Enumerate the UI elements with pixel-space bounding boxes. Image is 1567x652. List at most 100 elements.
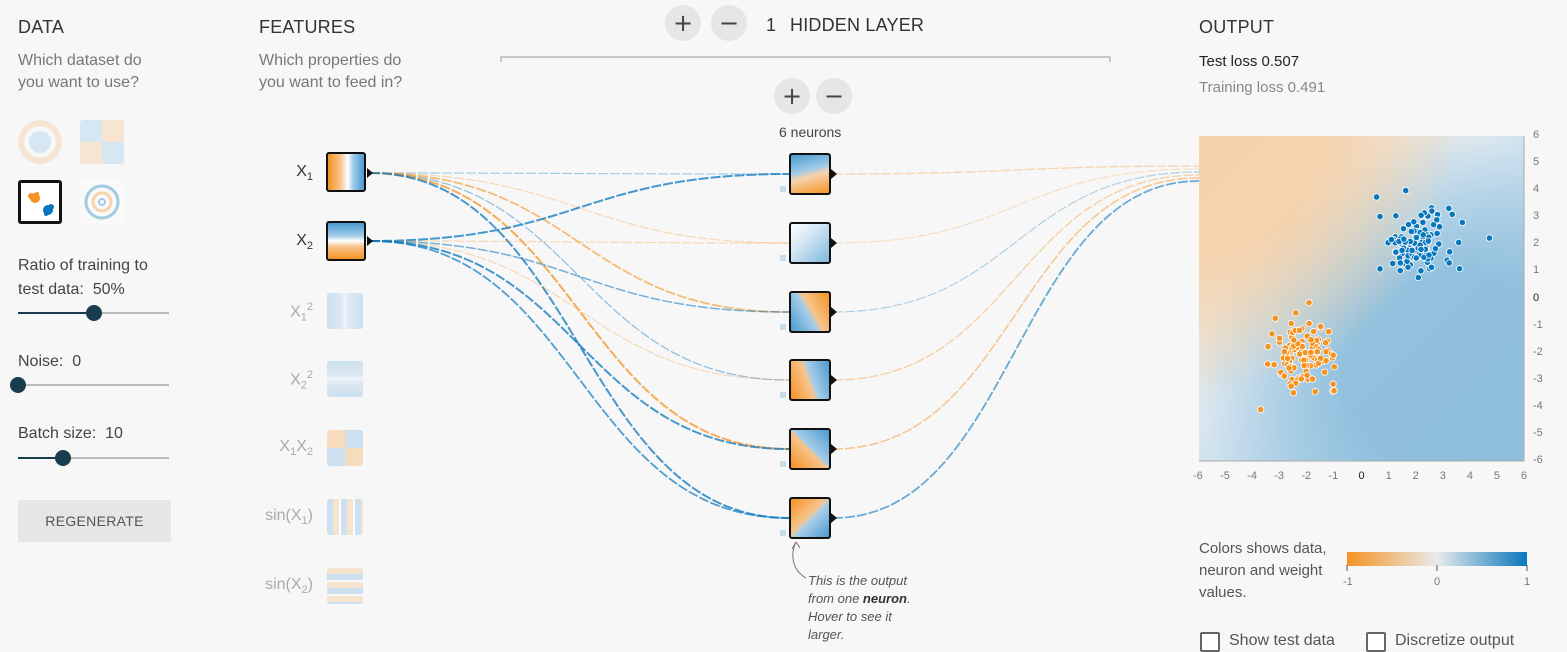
data-point [1407,227,1415,236]
y-tick-label: 0 [1533,291,1540,304]
noise-label: Noise: 0 [18,353,82,370]
data-point [1433,216,1441,224]
link-neuron1-output[interactable] [832,165,1200,175]
data-point [1387,235,1395,244]
data-point [1311,388,1319,396]
data-point [1431,245,1440,253]
neuron-bias-marker[interactable] [780,324,786,330]
output-title: OUTPUT [1199,17,1275,37]
feature-tile-2[interactable] [326,221,366,261]
link-neuron4-output[interactable] [832,174,1200,381]
x-tick-label: 2 [1412,470,1419,482]
x-tick-label: 6 [1521,470,1528,482]
x-tick-label: -3 [1274,470,1285,482]
link-input1-neuron1[interactable] [369,172,790,175]
neuron-bias-marker[interactable] [780,461,786,467]
hidden-neuron-3[interactable] [789,291,831,333]
data-point [1417,245,1425,254]
link-neuron5-output[interactable] [832,177,1200,450]
data-point [1392,212,1400,220]
output-heatmap[interactable] [1199,136,1524,461]
y-tick-label: 6 [1533,129,1540,141]
data-point [1433,229,1441,238]
link-input2-neuron2[interactable] [369,240,790,244]
regenerate-button[interactable]: REGENERATE [18,500,171,542]
data-point [1287,319,1295,328]
y-tick-label: -4 [1533,399,1543,412]
test-loss: Test loss 0.507 [1199,53,1300,70]
spiral-icon [84,184,120,220]
neuron-bias-marker[interactable] [780,530,786,536]
y-tick-label: -5 [1533,426,1543,439]
hidden-neuron-1[interactable] [789,153,831,195]
link-input2-neuron3[interactable] [369,240,790,313]
remove-layer-button[interactable]: − [711,5,747,41]
feature-tile-4[interactable] [327,361,363,397]
link-input2-neuron6[interactable] [369,240,790,519]
neuron-bias-marker[interactable] [780,255,786,261]
data-point [1313,348,1321,356]
x-tick-label: 0 [1358,470,1365,482]
neuron-bias-marker[interactable] [780,186,786,192]
data-point [1419,218,1427,226]
feature-tile-5[interactable] [327,430,363,466]
data-point [1417,267,1425,275]
data-point [1264,360,1272,368]
link-input2-neuron1[interactable] [369,173,790,242]
data-point [1280,348,1288,356]
link-neuron2-output[interactable] [832,168,1200,244]
data-point [1404,220,1413,229]
hidden-neuron-2[interactable] [789,222,831,264]
neuron-bias-marker[interactable] [780,392,786,398]
data-point [1404,263,1412,271]
link-neuron3-output[interactable] [832,171,1200,313]
data-point [1458,218,1466,227]
link-neuron6-output[interactable] [832,180,1200,519]
data-point [1300,361,1308,370]
data-point [1376,212,1384,221]
dataset-gaussian-thumb[interactable] [18,180,62,224]
data-point [1408,246,1416,254]
hidden-neuron-4[interactable] [789,359,831,401]
data-point [1330,387,1338,395]
link-input1-neuron5[interactable] [369,172,790,450]
x-tick-label: 1 [1385,470,1392,482]
show-test-checkbox[interactable] [1200,632,1220,652]
x-tick-label: -6 [1193,470,1203,482]
feature-tile-7[interactable] [327,568,363,604]
data-point [1400,235,1408,243]
x-tick-label: -4 [1247,470,1257,482]
data-point [1321,339,1330,347]
add-layer-button[interactable]: + [665,5,701,41]
feature-tile-3[interactable] [327,293,363,329]
output-points [1257,186,1494,414]
dataset-circle-thumb[interactable] [18,120,62,164]
hidden-neuron-6[interactable] [789,497,831,539]
y-tick-label: 1 [1533,264,1540,277]
link-input1-neuron3[interactable] [369,172,790,313]
link-input2-neuron4[interactable] [369,240,790,381]
remove-neuron-button[interactable]: − [816,78,852,114]
data-point [1448,210,1456,219]
data-point [1396,259,1404,267]
dataset-spiral-thumb[interactable] [80,180,124,224]
data-point [1268,330,1276,338]
noise-slider[interactable] [18,384,169,386]
ratio-slider-knob[interactable] [85,305,102,321]
add-neuron-button[interactable]: + [774,78,810,114]
x-tick-label: 5 [1493,470,1501,482]
noise-slider-knob[interactable] [10,377,26,393]
discretize-checkbox[interactable] [1366,632,1386,652]
batch-slider-knob[interactable] [55,450,72,466]
link-input2-neuron5[interactable] [369,240,790,450]
feature-tile-1[interactable] [326,152,366,192]
hidden-neuron-5[interactable] [789,428,831,470]
batch-slider[interactable] [18,457,169,459]
feature-label-3: X12 [290,301,313,324]
dataset-xor-thumb[interactable] [80,120,124,164]
data-point [1399,225,1408,233]
data-point [1329,351,1337,359]
legend-max: 1 [1524,576,1531,588]
feature-tile-6[interactable] [327,499,363,535]
neurons-count: 6 neurons [779,124,842,140]
